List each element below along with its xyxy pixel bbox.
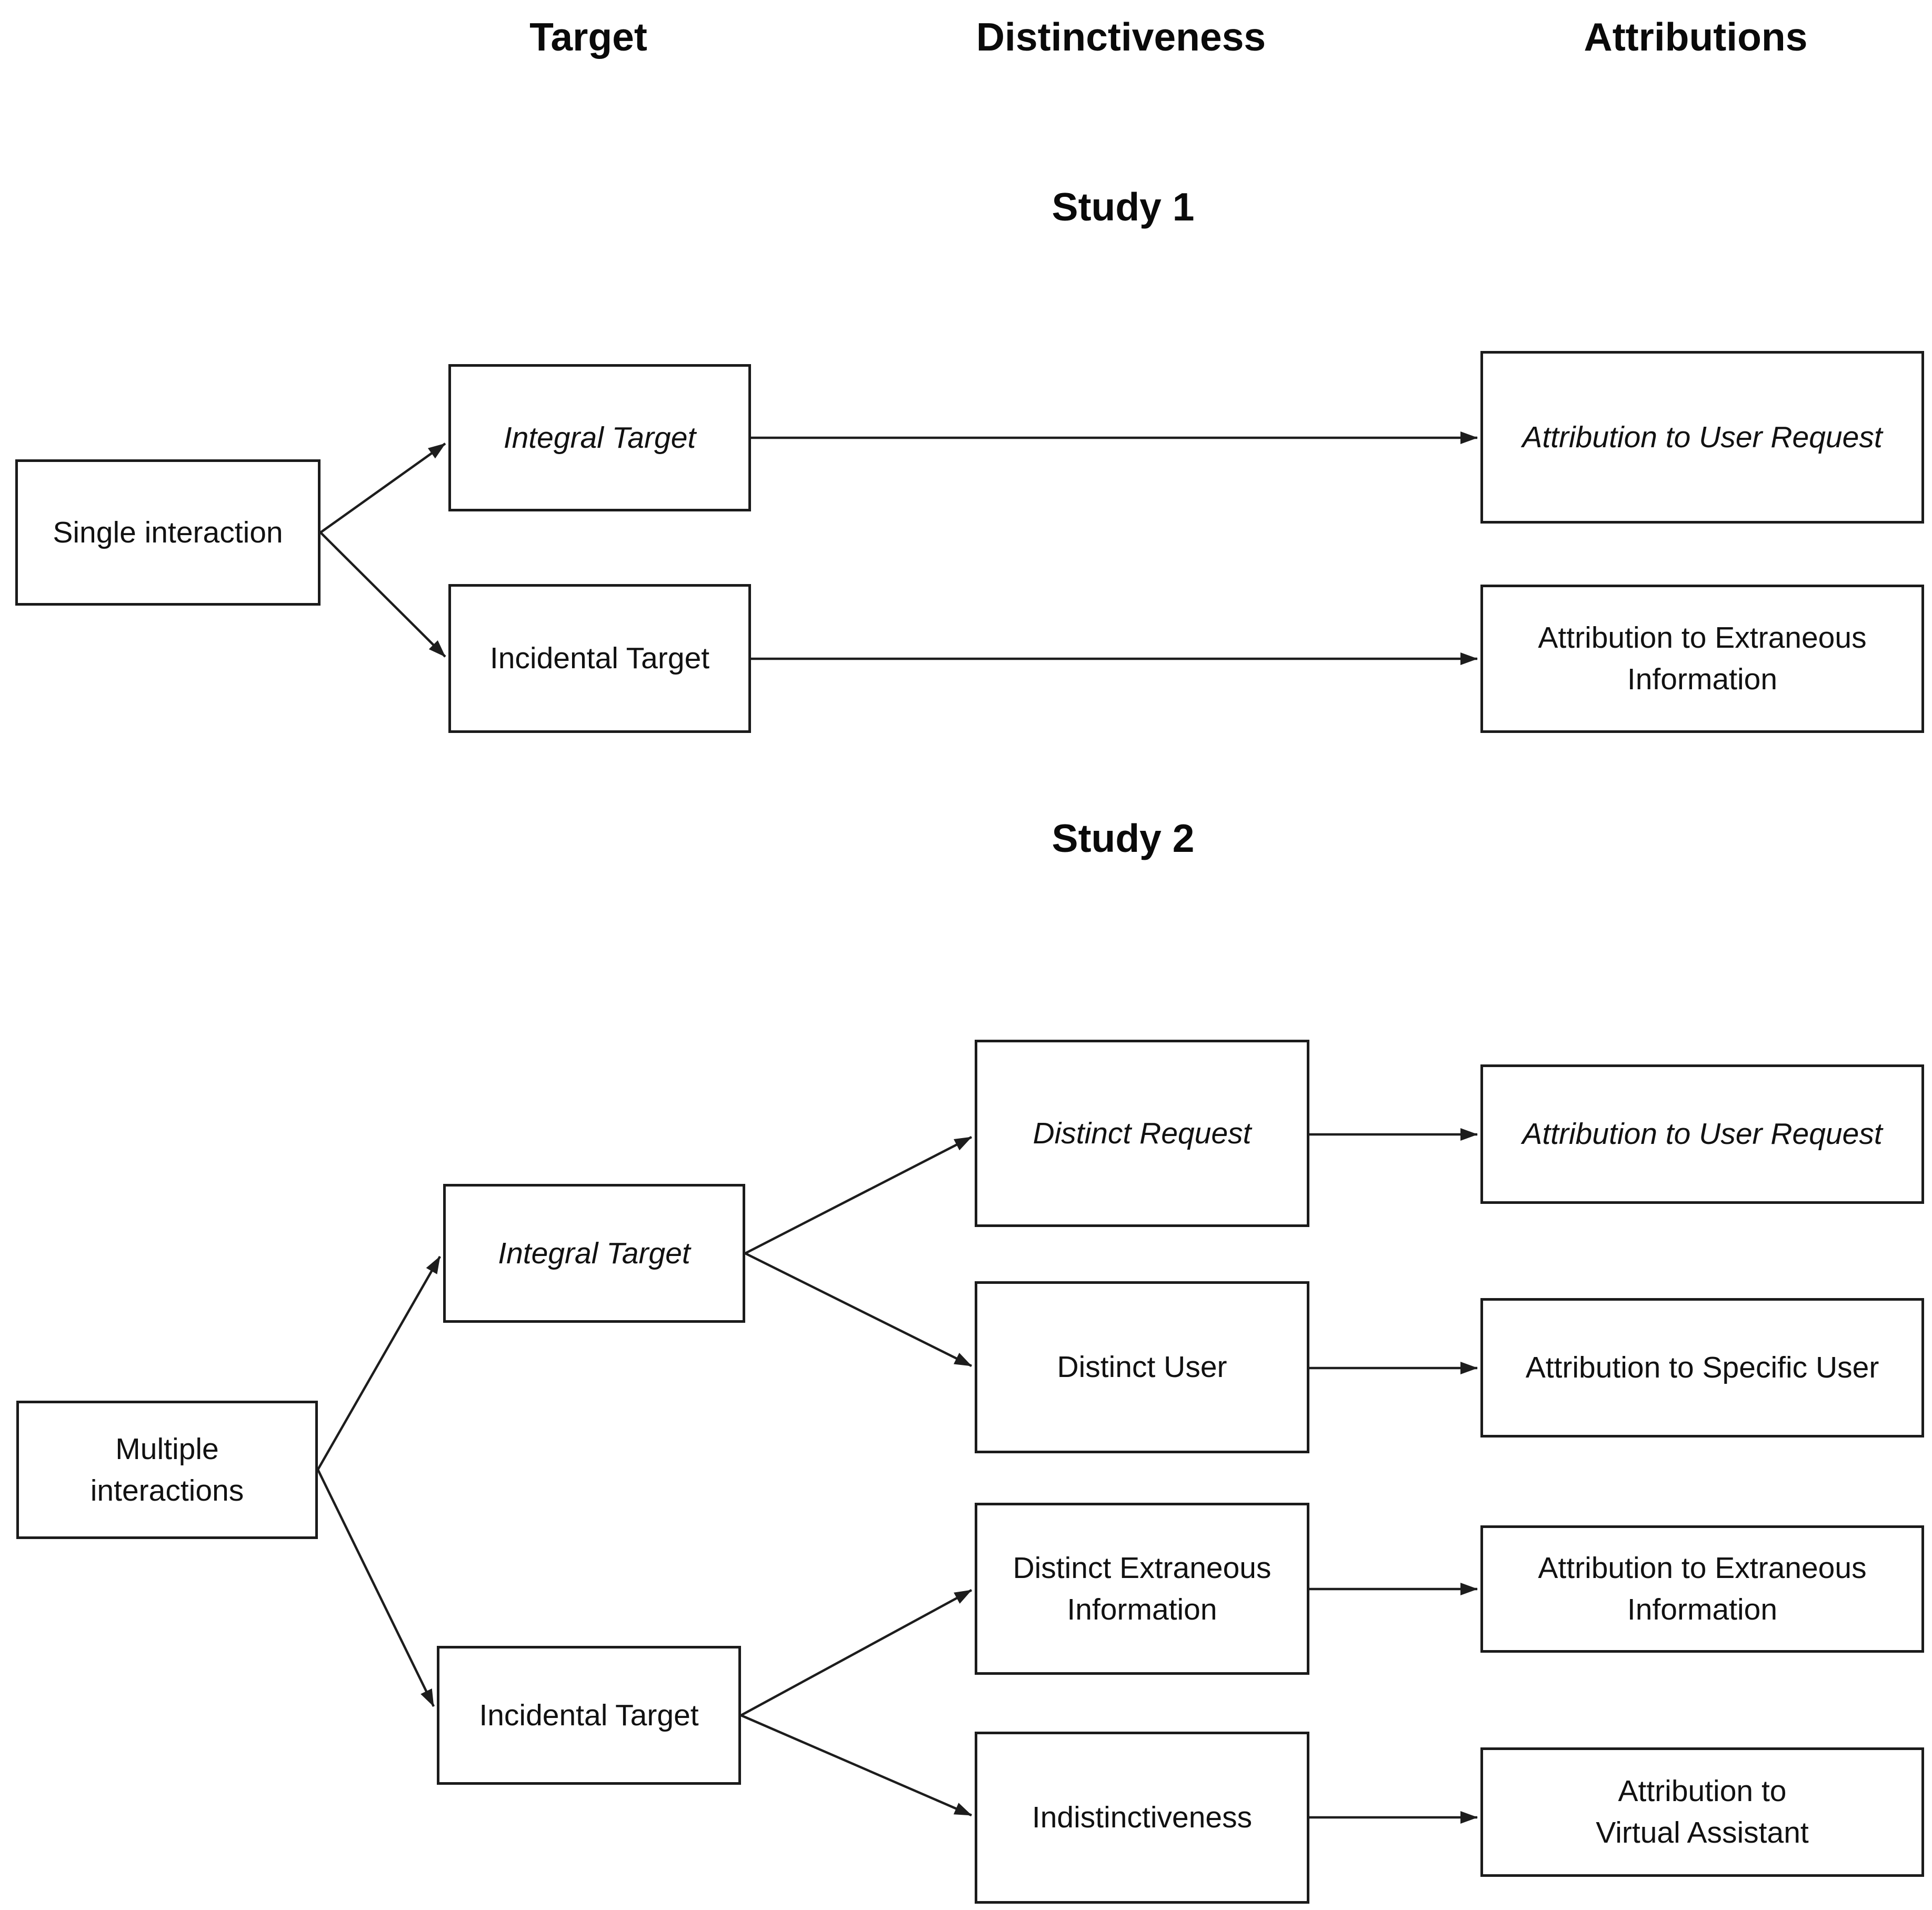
study-1-title: Study 1: [1052, 185, 1195, 229]
node-indistinctiveness-label: Indistinctiveness: [1032, 1801, 1253, 1835]
node-single-interaction-label: Single interaction: [53, 515, 283, 549]
node-distinct-user-label: Distinct User: [1057, 1350, 1227, 1384]
node-integral-target-study2: Integral Target: [443, 1184, 745, 1323]
arrow-single-interaction-to-incidental-target-s1: [319, 531, 446, 658]
node-single-interaction: Single interaction: [15, 459, 321, 606]
node-incidental-target-study1-label: Incidental Target: [489, 641, 710, 676]
node-indistinctiveness: Indistinctiveness: [975, 1732, 1309, 1904]
node-attribution-user-request-study1: Attribution to User Request: [1480, 351, 1924, 524]
node-distinct-extraneous-information-label: Distinct Extraneous Information: [1013, 1551, 1272, 1626]
column-header-attributions: Attributions: [1584, 15, 1808, 59]
node-attribution-extraneous-study1: Attribution to Extraneous Information: [1480, 585, 1924, 733]
node-attribution-specific-user: Attribution to Specific User: [1480, 1298, 1924, 1437]
node-distinct-request-label: Distinct Request: [1033, 1116, 1252, 1150]
arrow-single-interaction-to-integral-target-s1: [319, 443, 446, 534]
node-attribution-extraneous-study2-label: Attribution to Extraneous Information: [1538, 1551, 1867, 1626]
arrow-incidental-target-s2-to-distinct-extraneous: [740, 1589, 973, 1716]
node-attribution-user-request-study2: Attribution to User Request: [1480, 1064, 1924, 1204]
node-integral-target-study2-label: Integral Target: [498, 1236, 690, 1270]
node-attribution-virtual-assistant-label: Attribution to Virtual Assistant: [1596, 1774, 1809, 1849]
arrow-integral-target-s2-to-distinct-request: [744, 1135, 973, 1255]
node-multiple-interactions: Multiple interactions: [16, 1401, 318, 1539]
node-distinct-request: Distinct Request: [975, 1040, 1309, 1227]
node-attribution-extraneous-study1-label: Attribution to Extraneous Information: [1538, 621, 1867, 696]
node-attribution-virtual-assistant: Attribution to Virtual Assistant: [1480, 1747, 1924, 1877]
arrow-integral-target-s2-to-distinct-user: [744, 1252, 973, 1368]
node-attribution-user-request-study2-label: Attribution to User Request: [1522, 1117, 1883, 1151]
column-header-target: Target: [529, 15, 647, 59]
column-header-distinctiveness: Distinctiveness: [976, 15, 1266, 59]
node-incidental-target-study1: Incidental Target: [448, 584, 751, 733]
study-2-title: Study 2: [1052, 816, 1195, 860]
node-distinct-user: Distinct User: [975, 1281, 1309, 1453]
arrow-multiple-interactions-to-incidental-target-s2: [316, 1469, 435, 1707]
arrow-multiple-interactions-to-integral-target-s2: [317, 1255, 441, 1471]
node-incidental-target-study2-label: Incidental Target: [479, 1698, 699, 1732]
node-integral-target-study1-label: Integral Target: [503, 420, 696, 455]
node-distinct-extraneous-information: Distinct Extraneous Information: [975, 1503, 1309, 1675]
node-multiple-interactions-label: Multiple interactions: [90, 1432, 244, 1507]
node-incidental-target-study2: Incidental Target: [437, 1646, 741, 1785]
node-integral-target-study1: Integral Target: [448, 364, 751, 511]
node-attribution-specific-user-label: Attribution to Specific User: [1525, 1351, 1879, 1385]
arrow-incidental-target-s2-to-indistinctiveness: [740, 1714, 972, 1817]
node-attribution-extraneous-study2: Attribution to Extraneous Information: [1480, 1525, 1924, 1653]
node-attribution-user-request-study1-label: Attribution to User Request: [1522, 420, 1883, 454]
